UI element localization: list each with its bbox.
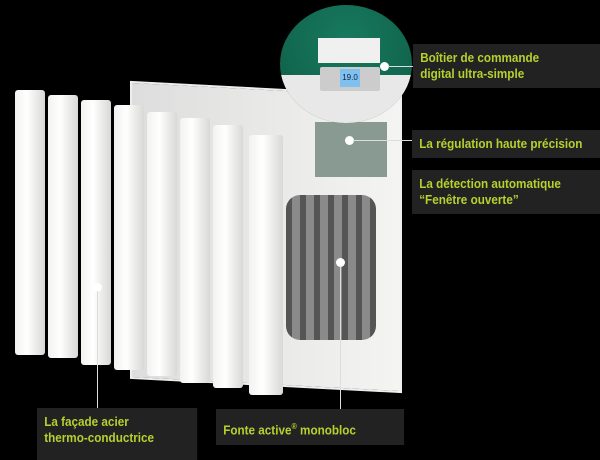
- label-regulation: La régulation haute précision: [412, 130, 600, 158]
- control-box-zoom: 19.0: [280, 5, 412, 123]
- callout-line-regulation: [353, 140, 413, 141]
- label-line: La détection automatique: [419, 176, 561, 191]
- label-detection: La détection automatique “Fenêtre ouvert…: [412, 170, 600, 214]
- facade-panel: [114, 105, 144, 370]
- facade-panel: [48, 95, 78, 358]
- facade-panel: [249, 135, 283, 395]
- label-line: La régulation haute précision: [419, 136, 583, 151]
- facade-panel: [213, 125, 243, 388]
- cast-iron-core: [286, 195, 376, 340]
- label-line: thermo-conductrice: [44, 430, 155, 445]
- label-text: monobloc: [296, 422, 356, 438]
- label-text: Fonte active: [223, 422, 292, 438]
- label-line: digital ultra-simple: [420, 66, 525, 81]
- callout-line-facade: [97, 291, 98, 408]
- callout-line-control-box: [388, 66, 414, 67]
- label-line: “Fenêtre ouverte”: [419, 192, 519, 207]
- callout-line-fonte: [340, 266, 341, 409]
- instruction-card: [318, 38, 380, 63]
- facade-panel: [81, 100, 111, 365]
- facade-panel: [180, 118, 210, 383]
- label-fonte: Fonte active® monobloc: [216, 409, 405, 445]
- callout-dot-facade: [93, 283, 102, 292]
- label-line: Boîtier de commande: [420, 50, 540, 65]
- lcd-display: 19.0: [340, 69, 360, 87]
- label-facade: La façade acier thermo-conductrice: [37, 408, 198, 460]
- label-line: La façade acier: [44, 414, 129, 429]
- facade-panel: [15, 90, 45, 355]
- callout-dot-control-box: [380, 62, 389, 71]
- label-control-box: Boîtier de commande digital ultra-simple: [413, 44, 600, 88]
- registered-mark: ®: [291, 422, 297, 431]
- facade-panel: [147, 112, 177, 376]
- circuit-board: [315, 122, 387, 177]
- callout-dot-fonte: [336, 258, 345, 267]
- callout-dot-regulation: [345, 136, 354, 145]
